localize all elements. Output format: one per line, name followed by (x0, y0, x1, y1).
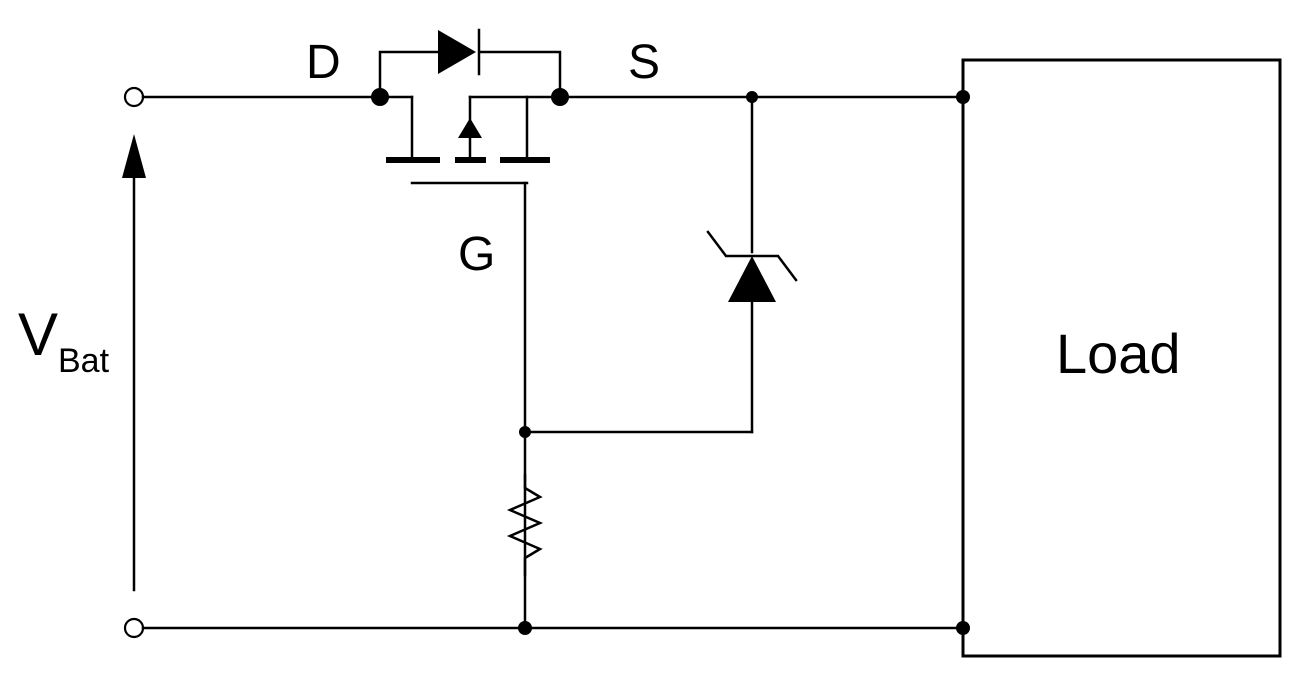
gate-resistor-icon (506, 473, 544, 577)
voltage-arrow-head (122, 134, 146, 178)
source-label: S (628, 36, 660, 89)
junction-drain (371, 88, 389, 106)
drain-label: D (306, 36, 341, 89)
load-label: Load (1056, 322, 1181, 385)
zener-diode-bar (706, 230, 798, 282)
wire-diode-right (478, 50, 562, 99)
load-box (961, 58, 1282, 658)
mosfet-body-arrow-icon (458, 118, 482, 138)
junction-resistor-bottom (518, 621, 532, 635)
battery-label-main: V (18, 301, 58, 368)
junction-gate (519, 426, 531, 438)
junction-zener-top (746, 91, 758, 103)
junction-source (551, 88, 569, 106)
wire-diode-left (378, 50, 442, 99)
battery-label-sub: Bat (58, 342, 110, 380)
gate-label: G (458, 228, 495, 281)
battery-positive-terminal (123, 86, 145, 108)
battery-negative-terminal (123, 617, 145, 639)
body-diode-icon (438, 30, 476, 74)
zener-diode-icon (728, 256, 776, 302)
